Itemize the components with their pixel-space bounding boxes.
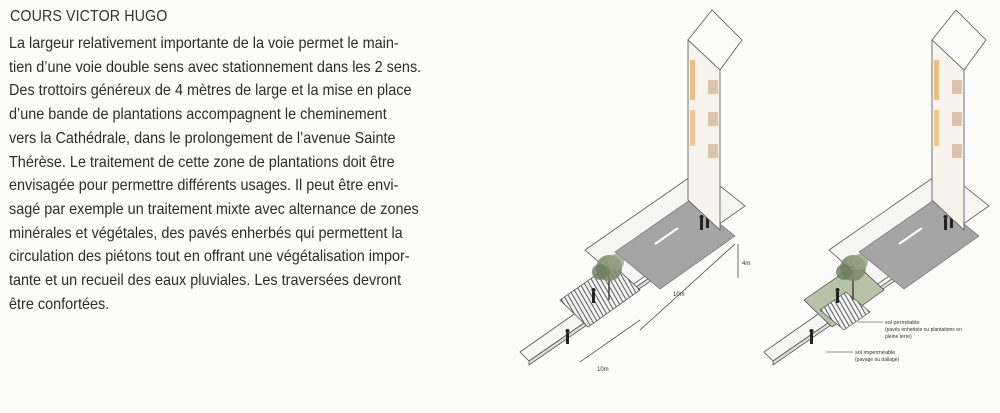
dimension-lines-left xyxy=(579,243,739,363)
legend-impermeable-title: sol imperméable xyxy=(855,350,895,356)
legend-permeable-title: sol perméable xyxy=(885,320,920,326)
section-heading: COURS VICTOR HUGO xyxy=(10,8,168,25)
paragraph-line: minérales et végétales, des pavés enherb… xyxy=(9,224,403,242)
paragraph-line: tante et un recueil des eaux pluviales. … xyxy=(9,272,402,290)
legend-permeable-desc2: pleine terre) xyxy=(885,334,912,340)
paragraph-line: Thérèse. Le traitement de cette zone de … xyxy=(9,153,395,171)
roadway-right xyxy=(858,199,980,290)
paragraph-line: Des trottoirs généreux de 4 mètres de la… xyxy=(9,82,412,100)
building-facade-left xyxy=(687,9,743,231)
text-block: COURS VICTOR HUGO La largeur relativemen… xyxy=(9,8,514,316)
paragraph-line: tien d’une voie double sens avec station… xyxy=(9,58,422,76)
dimension-label-length: 10m xyxy=(673,292,685,298)
dimension-label-small: 4m xyxy=(742,261,750,267)
paragraph-line: d’une bande de plantations accompagnent … xyxy=(9,106,387,124)
road-marking xyxy=(654,227,679,245)
paragraph-line: La largeur relativement importante de la… xyxy=(9,35,399,52)
paragraph-line: envisagée pour permettre différents usag… xyxy=(9,177,399,195)
section-paragraph: La largeur relativement importante de la… xyxy=(9,32,514,316)
building-facade-right xyxy=(931,9,987,231)
legend-leaders xyxy=(826,321,883,353)
legend-permeable-desc1: (pavés enherbés ou plantations en xyxy=(885,327,962,333)
roadway-left xyxy=(614,199,736,290)
legend-impermeable-desc: (pavage ou dallage) xyxy=(855,357,900,363)
paragraph-line: circulation des piétons tout en offrant … xyxy=(9,248,410,266)
paragraph-line: vers la Cathédrale, dans le prolongement… xyxy=(9,129,396,147)
paragraph-line: sagé par exemple un traitement mixte ave… xyxy=(9,200,419,218)
tree-icon xyxy=(836,254,868,300)
tree-icon xyxy=(592,254,624,300)
dimension-label-width: 10m xyxy=(597,367,609,373)
road-marking xyxy=(898,227,923,245)
paragraph-line: être confortées. xyxy=(9,295,110,313)
